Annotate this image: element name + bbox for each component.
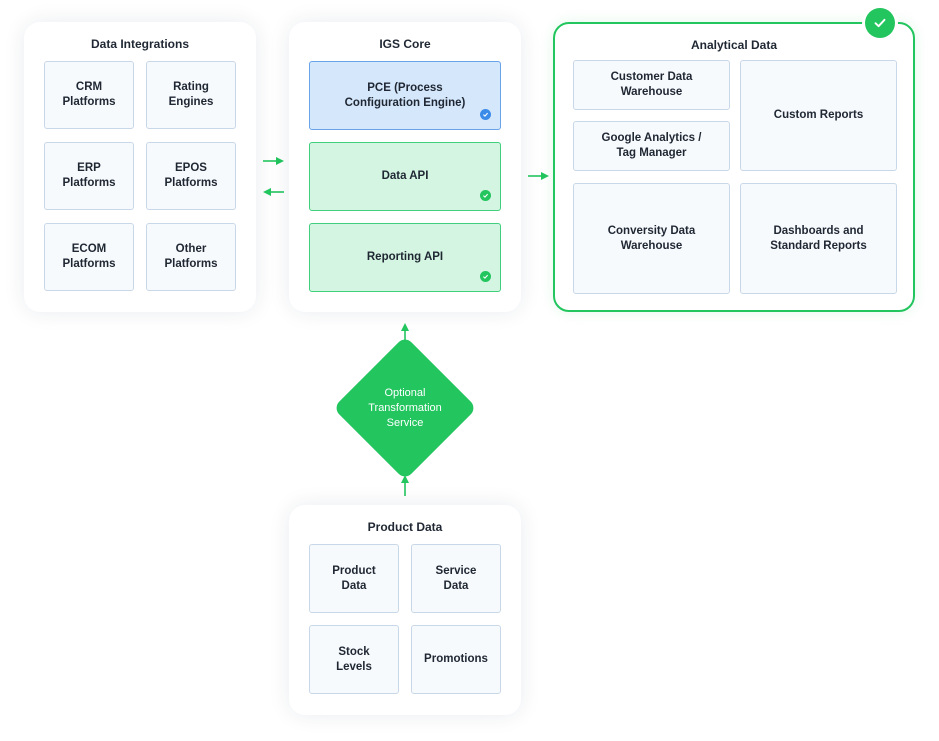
crm-platforms-label: CRM Platforms: [62, 81, 116, 108]
data-integrations-panel: Data Integrations CRM Platforms Rating E…: [24, 22, 256, 312]
product-data-title: Product Data: [367, 520, 443, 534]
service-data-card: Service Data: [411, 544, 501, 613]
google-analytics-card: Google Analytics / Tag Manager: [573, 121, 730, 171]
rating-engines-label: Rating Engines: [168, 81, 214, 108]
promotions-label: Promotions: [424, 653, 488, 665]
reporting-api-label: Reporting API: [366, 251, 444, 263]
other-platforms-card: Other Platforms: [146, 223, 236, 291]
customer-data-warehouse-card: Customer Data Warehouse: [573, 60, 730, 110]
check-icon: [865, 8, 895, 38]
erp-platforms-card: ERP Platforms: [44, 142, 134, 210]
erp-platforms-label: ERP Platforms: [62, 162, 116, 189]
check-icon: [480, 109, 491, 120]
product-data-panel: Product Data Product Data Service Data S…: [289, 505, 521, 715]
product-data-card: Product Data: [309, 544, 399, 613]
ecom-platforms-card: ECOM Platforms: [44, 223, 134, 291]
dashboards-standard-reports-card: Dashboards and Standard Reports: [740, 183, 897, 294]
customer-data-warehouse-label: Customer Data Warehouse: [610, 71, 693, 98]
rating-engines-card: Rating Engines: [146, 61, 236, 129]
stock-levels-card: Stock Levels: [309, 625, 399, 694]
epos-platforms-label: EPOS Platforms: [164, 162, 218, 189]
pce-card: PCE (Process Configuration Engine): [309, 61, 501, 130]
analytical-data-title: Analytical Data: [690, 38, 778, 52]
data-integrations-title: Data Integrations: [90, 37, 189, 51]
data-api-label: Data API: [381, 170, 429, 182]
arrow-right-icon: [263, 157, 284, 165]
check-icon: [480, 190, 491, 201]
igs-core-panel: IGS Core PCE (Process Configuration Engi…: [289, 22, 521, 312]
arrow-left-icon: [263, 188, 284, 196]
igs-core-title: IGS Core: [379, 37, 431, 51]
dashboards-standard-reports-label: Dashboards and Standard Reports: [770, 224, 867, 252]
data-api-card: Data API: [309, 142, 501, 211]
arrow-up-icon: [401, 475, 409, 496]
custom-reports-card: Custom Reports: [740, 60, 897, 171]
arrow-right-icon: [528, 172, 549, 180]
check-icon: [480, 271, 491, 282]
custom-reports-label: Custom Reports: [773, 109, 864, 121]
conversity-data-warehouse-card: Conversity Data Warehouse: [573, 183, 730, 294]
promotions-card: Promotions: [411, 625, 501, 694]
epos-platforms-card: EPOS Platforms: [146, 142, 236, 210]
ecom-platforms-label: ECOM Platforms: [62, 243, 116, 270]
crm-platforms-card: CRM Platforms: [44, 61, 134, 129]
pce-label: PCE (Process Configuration Engine): [344, 81, 466, 109]
product-data-label: Product Data: [332, 564, 376, 592]
transformation-service-label: Optional Transformation Service: [368, 387, 442, 429]
other-platforms-label: Other Platforms: [164, 243, 218, 270]
google-analytics-label: Google Analytics / Tag Manager: [601, 132, 702, 159]
analytical-data-panel: Analytical Data Customer Data Warehouse …: [553, 22, 915, 312]
service-data-label: Service Data: [435, 564, 477, 592]
reporting-api-card: Reporting API: [309, 223, 501, 292]
stock-levels-label: Stock Levels: [336, 645, 372, 673]
conversity-data-warehouse-label: Conversity Data Warehouse: [607, 224, 696, 252]
